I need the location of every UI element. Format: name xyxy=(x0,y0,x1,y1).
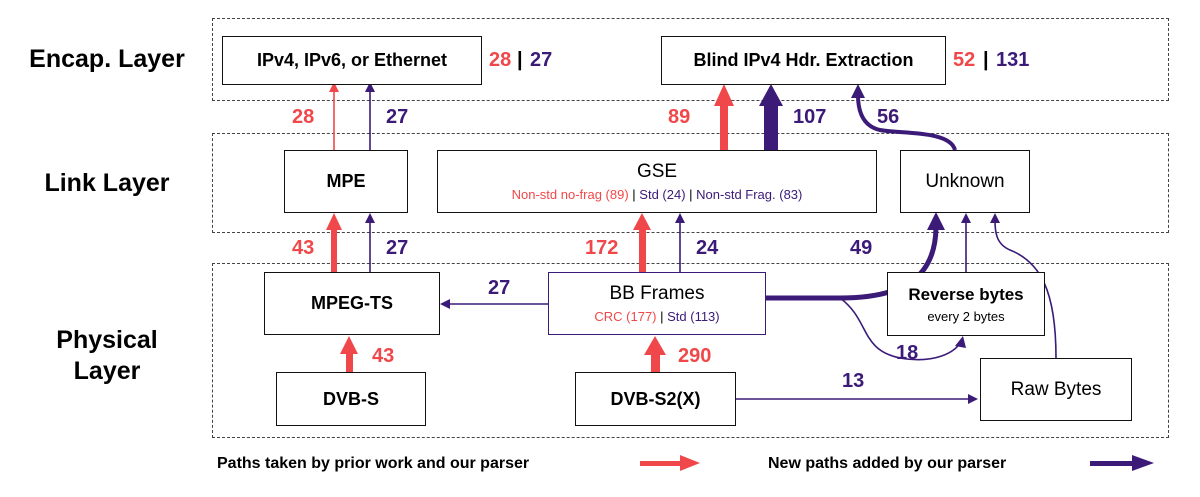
ipv4-ipv6-ethernet-box: IPv4, IPv6, or Ethernet xyxy=(222,36,482,85)
ipv4-ipv6-ethernet-label: IPv4, IPv6, or Ethernet xyxy=(256,50,448,70)
ipv4-count-separator: | xyxy=(517,49,523,71)
gse-sub-std: Std (24) xyxy=(639,187,686,202)
arrow-bb-to-reverse xyxy=(839,297,961,361)
arrow-gse-to-blind-purple xyxy=(764,104,778,150)
physical-layer-label-line1: Physical xyxy=(56,326,158,354)
reverse-bytes-box: Reverse bytes every 2 bytes xyxy=(887,272,1045,336)
bb-frames-label: BB Frames xyxy=(609,283,705,304)
count-bb-to-gse-new: 24 xyxy=(696,237,719,259)
gse-sub-sep2: | xyxy=(685,187,697,202)
gse-label: GSE xyxy=(636,161,678,182)
raw-bytes-box: Raw Bytes xyxy=(980,358,1132,421)
bb-frames-box: BB Frames CRC (177) | Std (113) xyxy=(548,272,766,335)
unknown-label: Unknown xyxy=(925,170,1005,192)
count-mpegts-to-mpe-prior: 43 xyxy=(292,237,315,259)
gse-subtitle: Non-std no-frag (89) | Std (24) | Non-st… xyxy=(512,187,803,202)
count-mpegts-to-mpe-new: 27 xyxy=(386,237,409,259)
arrowhead-mpegts-to-mpe-purple xyxy=(365,213,375,223)
mpeg-ts-box: MPEG-TS xyxy=(264,272,440,335)
blind-ipv4-hdr-label: Blind IPv4 Hdr. Extraction xyxy=(693,50,914,70)
bb-sub-std: Std (113) xyxy=(667,309,720,324)
ipv4-count-new: 27 xyxy=(530,49,553,71)
arrowhead-reverse-to-unknown xyxy=(961,213,971,223)
unknown-box: Unknown xyxy=(900,150,1030,213)
legend-prior-paths: Paths taken by prior work and our parser xyxy=(217,455,530,472)
reverse-bytes-sublabel: every 2 bytes xyxy=(927,308,1005,324)
count-bb-to-reverse: 18 xyxy=(896,342,919,364)
physical-layer-label-line2: Layer xyxy=(73,357,141,386)
arrow-raw-to-unknown xyxy=(994,219,1057,359)
dvb-s2x-label: DVB-S2(X) xyxy=(610,388,701,409)
arrowhead-mpe-to-ipv4-purple xyxy=(365,82,375,92)
count-mpe-to-ipv4-prior: 28 xyxy=(292,106,315,128)
arrow-dvbs-to-mpegts xyxy=(346,352,353,372)
legend-arrow-new xyxy=(1090,461,1132,466)
physical-layer-label: Physical Layer xyxy=(18,325,196,388)
arrowhead-gse-to-blind-purple xyxy=(759,84,783,106)
legend-arrowhead-prior xyxy=(680,455,700,471)
mpe-box: MPE xyxy=(284,150,408,213)
bb-sub-sep: | xyxy=(656,309,668,324)
dvb-s-label: DVB-S xyxy=(322,388,379,409)
arrowhead-mpe-to-ipv4-red xyxy=(329,82,339,92)
arrowhead-dvbs2-to-bb xyxy=(644,336,666,355)
arrowhead-bb-to-mpegts xyxy=(440,299,450,309)
count-bb-to-gse-prior: 172 xyxy=(585,237,619,259)
arrowhead-mpegts-to-mpe-red xyxy=(326,213,342,230)
link-layer-region xyxy=(212,133,1169,233)
arrowhead-dvbs2-to-raw xyxy=(968,394,978,404)
arrowhead-gse-to-blind-red xyxy=(714,84,734,106)
arrowhead-bb-to-gse-red xyxy=(633,213,651,230)
blind-ipv4-hdr-box: Blind IPv4 Hdr. Extraction xyxy=(661,36,946,85)
physical-layer-region xyxy=(212,263,1169,438)
arrowhead-unknown-to-blind xyxy=(851,84,865,98)
count-dvbs2-to-bb: 290 xyxy=(678,345,712,367)
raw-bytes-label: Raw Bytes xyxy=(1010,378,1102,400)
mpe-label: MPE xyxy=(326,171,366,191)
arrowhead-bb-to-reverse xyxy=(955,336,966,348)
dvb-s-box: DVB-S xyxy=(276,372,426,426)
count-unknown-to-blind: 56 xyxy=(877,106,900,128)
ipv4-count-prior: 28 xyxy=(489,49,512,71)
blind-count-separator: | xyxy=(983,49,989,71)
legend-arrow-prior xyxy=(640,461,682,466)
count-gse-to-blind-new: 107 xyxy=(793,106,827,128)
arrow-bb-to-gse-red xyxy=(639,228,646,272)
arrowhead-dvbs-to-mpegts xyxy=(340,336,358,354)
reverse-bytes-label: Reverse bytes xyxy=(908,284,1024,304)
gse-sub-sep1: | xyxy=(628,187,640,202)
arrow-gse-to-blind-red xyxy=(720,104,728,150)
link-layer-label: Link Layer xyxy=(44,169,170,197)
count-bb-to-mpegts: 27 xyxy=(488,277,511,299)
arrow-dvbs2-to-bb xyxy=(651,352,660,372)
encap-layer-label: Encap. Layer xyxy=(29,45,185,73)
encap-layer-region xyxy=(212,18,1169,101)
arrowhead-raw-to-unknown xyxy=(990,213,1000,223)
count-dvbs2-to-raw: 13 xyxy=(842,370,865,392)
arrow-unknown-to-blind xyxy=(856,94,957,151)
blind-count-prior: 52 xyxy=(953,49,976,71)
dvb-s2x-box: DVB-S2(X) xyxy=(575,372,736,426)
legend-new-paths: New paths added by our parser xyxy=(768,455,1007,472)
arrowhead-bb-to-unknown xyxy=(927,212,945,230)
count-mpe-to-ipv4-new: 27 xyxy=(386,106,409,128)
arrow-mpegts-to-mpe-red xyxy=(331,228,337,272)
mpeg-ts-label: MPEG-TS xyxy=(310,293,393,313)
count-bb-to-unknown: 49 xyxy=(850,237,873,259)
blind-count-new: 131 xyxy=(996,49,1030,71)
legend-arrowhead-new xyxy=(1132,455,1154,471)
gse-sub-nonstd-frag: Non-std Frag. (83) xyxy=(696,187,803,202)
gse-box: GSE Non-std no-frag (89) | Std (24) | No… xyxy=(437,150,877,213)
bb-frames-subtitle: CRC (177) | Std (113) xyxy=(594,309,719,324)
count-gse-to-blind-prior: 89 xyxy=(668,106,691,128)
bb-sub-crc: CRC (177) xyxy=(594,309,657,324)
count-dvbs-to-mpegts: 43 xyxy=(372,345,395,367)
gse-sub-nonstd-nofrag: Non-std no-frag (89) xyxy=(511,187,629,202)
arrowhead-bb-to-gse-purple xyxy=(675,213,685,223)
